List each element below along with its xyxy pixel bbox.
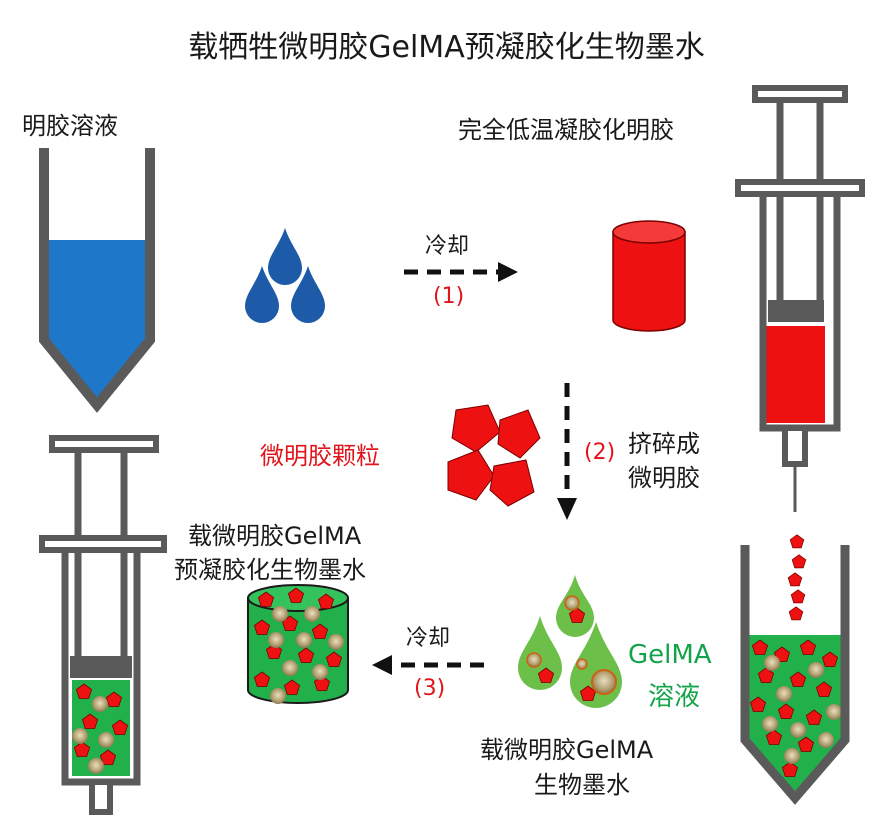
- label-gelma-2: 溶液: [648, 682, 701, 712]
- label-extrude-1: 挤碎成: [628, 430, 700, 458]
- label-pregel-2: 预凝胶化生物墨水: [174, 556, 366, 584]
- pregel-cylinder: [247, 584, 349, 704]
- gelatin-tube: [39, 148, 155, 413]
- gelma-tube: [740, 545, 850, 805]
- falling-microgel: [787, 534, 807, 621]
- step3-text: 冷却: [406, 626, 451, 651]
- label-gelatin-solution: 明胶溶液: [22, 112, 118, 140]
- label-fully-gelled: 完全低温凝胶化明胶: [458, 116, 674, 144]
- gel-cylinder: [612, 220, 686, 332]
- step1-text: 冷却: [425, 234, 470, 259]
- syringe-pregel: [39, 435, 167, 815]
- arrow-extrude-2: [557, 383, 577, 520]
- arrow-cooling-3: [372, 655, 484, 675]
- step1-number: (1): [433, 284, 465, 309]
- label-extrude-2: 微明胶: [628, 464, 700, 492]
- label-bioink-2: 生物墨水: [534, 771, 630, 799]
- syringe-gel: [735, 85, 865, 512]
- label-microgel-particles: 微明胶颗粒: [260, 442, 380, 470]
- gelatin-droplets: [245, 228, 325, 323]
- label-pregel-1: 载微明胶GelMA: [188, 522, 362, 550]
- step2-number: (2): [584, 440, 616, 465]
- diagram-title: 载牺牲微明胶GelMA预凝胶化生物墨水: [188, 30, 705, 65]
- arrow-cooling-1: [404, 262, 518, 282]
- step3-number: (3): [414, 676, 446, 701]
- label-bioink-1: 载微明胶GelMA: [480, 736, 654, 764]
- gelma-droplets: [518, 575, 622, 708]
- microgel-particles: [447, 404, 541, 507]
- label-gelma-1: GelMA: [628, 640, 712, 670]
